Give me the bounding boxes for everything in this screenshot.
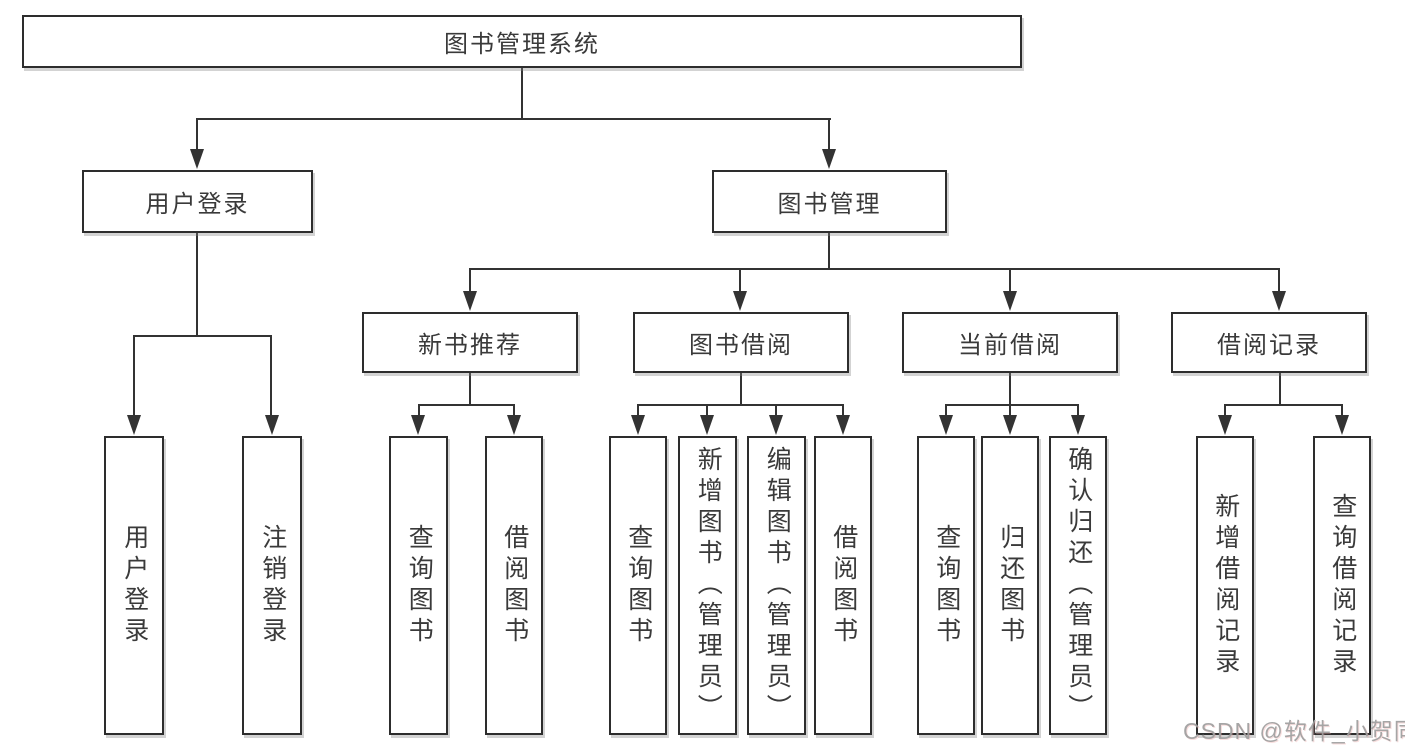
leaf-borrow-borrow-book-label: 借阅图书: [829, 523, 858, 648]
node-book-borrow: 图书借阅: [633, 312, 849, 373]
connector-borrow-drop-1: [637, 404, 639, 416]
arrow-borrow-leaf-2: [700, 415, 714, 435]
connector-login-stem: [196, 233, 198, 336]
arrow-to-borrow-record: [1272, 291, 1286, 311]
connector-root-stem: [521, 68, 523, 118]
connector-record-drop-1: [1224, 404, 1226, 416]
arrow-current-leaf-1: [939, 415, 953, 435]
leaf-borrow-query-book-label: 查询图书: [624, 523, 653, 648]
connector-record-drop-2: [1341, 404, 1343, 416]
node-book-borrow-label: 图书借阅: [689, 332, 793, 359]
connector-current-drop-3: [1077, 404, 1079, 416]
leaf-borrow-add-book-admin-label: 新增图书（管理员）: [694, 446, 723, 725]
leaf-current-query-book-label: 查询图书: [932, 523, 961, 648]
connector-record-bar: [1224, 404, 1343, 406]
connector-borrow-drop-4: [842, 404, 844, 416]
connector-mgmt-drop-2: [739, 268, 741, 292]
node-root: 图书管理系统: [22, 15, 1022, 68]
connector-current-stem: [1009, 373, 1011, 406]
connector-borrow-stem: [740, 373, 742, 406]
leaf-record-add-record: 新增借阅记录: [1196, 436, 1254, 735]
connector-mgmt-drop-4: [1278, 268, 1280, 292]
connector-mgmt-bar: [469, 268, 1280, 270]
node-borrow-record-label: 借阅记录: [1217, 332, 1321, 359]
arrow-current-leaf-2: [1003, 415, 1017, 435]
node-new-book-recommend-label: 新书推荐: [418, 332, 522, 359]
connector-recommend-stem: [469, 373, 471, 406]
arrow-borrow-leaf-4: [836, 415, 850, 435]
leaf-recommend-borrow-book: 借阅图书: [485, 436, 543, 735]
arrow-recommend-leaf-1: [411, 415, 425, 435]
leaf-borrow-edit-book-admin: 编辑图书（管理员）: [747, 436, 806, 735]
arrow-to-book-management: [822, 149, 836, 169]
arrow-record-leaf-1: [1218, 415, 1232, 435]
leaf-borrow-add-book-admin: 新增图书（管理员）: [678, 436, 737, 735]
arrow-borrow-leaf-3: [769, 415, 783, 435]
connector-current-drop-2: [1009, 404, 1011, 416]
arrow-to-new-book-recommend: [463, 291, 477, 311]
connector-login-bar: [133, 335, 272, 337]
connector-recommend-bar: [418, 404, 515, 406]
node-borrow-record: 借阅记录: [1171, 312, 1367, 373]
connector-current-bar: [945, 404, 1079, 406]
connector-root-drop-left: [196, 118, 198, 151]
node-book-management: 图书管理: [712, 170, 947, 233]
csdn-watermark: CSDN @软件_小贺同学: [1183, 718, 1405, 744]
arrow-record-leaf-2: [1335, 415, 1349, 435]
connector-login-drop-2: [270, 335, 272, 416]
node-user-login-label: 用户登录: [145, 191, 250, 218]
connector-mgmt-drop-1: [469, 268, 471, 292]
leaf-record-query-record-label: 查询借阅记录: [1328, 492, 1357, 679]
connector-root-drop-right: [828, 118, 830, 151]
connector-recommend-drop-1: [418, 404, 420, 416]
node-user-login: 用户登录: [82, 170, 313, 233]
connector-recommend-drop-2: [513, 404, 515, 416]
leaf-logout-label: 注销登录: [258, 523, 287, 648]
connector-borrow-bar: [637, 404, 844, 406]
arrow-to-logout-leaf: [265, 415, 279, 435]
connector-mgmt-stem: [828, 233, 830, 270]
node-current-borrow-label: 当前借阅: [958, 332, 1062, 359]
arrow-to-book-borrow: [733, 291, 747, 311]
leaf-current-confirm-return-admin: 确认归还（管理员）: [1049, 436, 1107, 735]
leaf-borrow-edit-book-admin-label: 编辑图书（管理员）: [763, 446, 792, 725]
leaf-borrow-borrow-book: 借阅图书: [814, 436, 872, 735]
arrow-recommend-leaf-2: [507, 415, 521, 435]
connector-current-drop-1: [945, 404, 947, 416]
node-new-book-recommend: 新书推荐: [362, 312, 578, 373]
node-book-management-label: 图书管理: [777, 191, 882, 218]
leaf-current-query-book: 查询图书: [917, 436, 975, 735]
arrow-to-current-borrow: [1003, 291, 1017, 311]
arrow-current-leaf-3: [1071, 415, 1085, 435]
leaf-current-return-book-label: 归还图书: [996, 523, 1025, 648]
leaf-recommend-borrow-book-label: 借阅图书: [500, 523, 529, 648]
leaf-borrow-query-book: 查询图书: [609, 436, 667, 735]
leaf-user-login: 用户登录: [104, 436, 164, 735]
connector-borrow-drop-2: [706, 404, 708, 416]
leaf-current-return-book: 归还图书: [981, 436, 1039, 735]
leaf-logout: 注销登录: [242, 436, 302, 735]
node-root-label: 图书管理系统: [444, 31, 600, 58]
connector-login-drop-1: [133, 335, 135, 416]
arrow-to-user-login-leaf: [127, 415, 141, 435]
connector-mgmt-drop-3: [1009, 268, 1011, 292]
leaf-current-confirm-return-admin-label: 确认归还（管理员）: [1064, 446, 1093, 725]
leaf-recommend-query-book: 查询图书: [389, 436, 448, 735]
leaf-record-query-record: 查询借阅记录: [1313, 436, 1371, 735]
connector-record-stem: [1279, 373, 1281, 406]
connector-root-bar: [196, 118, 831, 120]
leaf-record-add-record-label: 新增借阅记录: [1211, 492, 1240, 679]
leaf-user-login-label: 用户登录: [120, 523, 149, 648]
arrow-to-user-login: [190, 149, 204, 169]
leaf-recommend-query-book-label: 查询图书: [405, 523, 434, 648]
connector-borrow-drop-3: [775, 404, 777, 416]
arrow-borrow-leaf-1: [631, 415, 645, 435]
node-current-borrow: 当前借阅: [902, 312, 1118, 373]
